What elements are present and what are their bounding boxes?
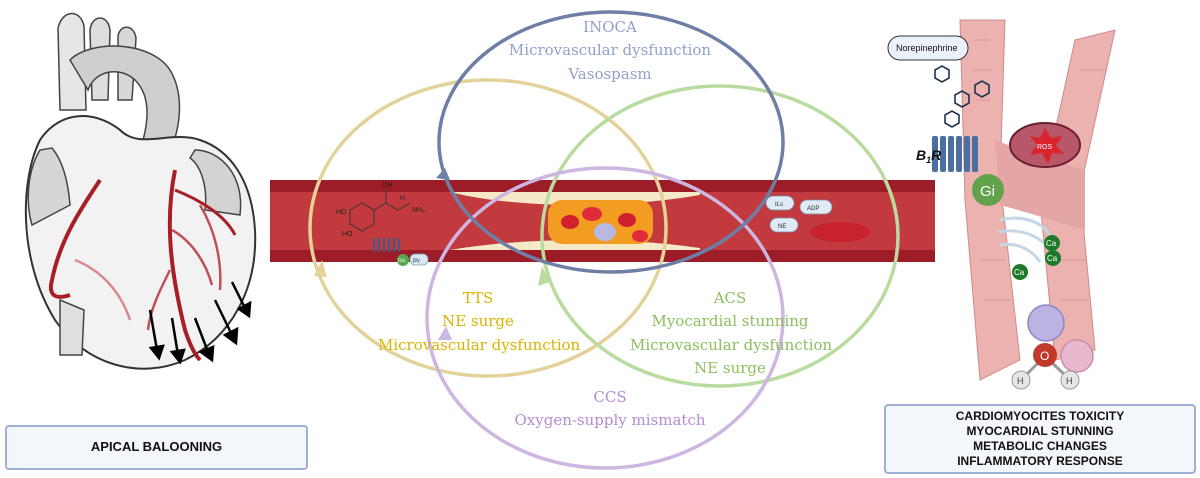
thrombus-core xyxy=(548,200,653,244)
ccs-text-block: CCS Oxygen-supply mismatch xyxy=(510,386,710,433)
water-oxygen xyxy=(1033,343,1057,367)
calcium-ion-2 xyxy=(1045,250,1061,266)
effect-line-2: MYOCARDIAL STUNNING xyxy=(966,424,1114,438)
marginal-branch xyxy=(198,204,222,291)
clot-cell-4 xyxy=(618,213,636,227)
acs-text-block: ACS Myocardial stunning Microvascular dy… xyxy=(630,287,833,380)
beta-gamma-subunit xyxy=(409,253,429,266)
effect-line-3: METABOLIC CHANGES xyxy=(973,439,1107,453)
b1r-label: B1R xyxy=(916,147,942,165)
g-alpha-label: Gα xyxy=(398,258,405,264)
norepinephrine-label: Norepinephrine xyxy=(896,43,958,53)
acs-ring xyxy=(540,84,900,388)
ils-pill xyxy=(765,195,795,211)
heart-illustration xyxy=(24,12,257,370)
ros-burst xyxy=(1030,128,1064,164)
lymphocyte-cell xyxy=(1027,304,1065,342)
ne-molecules xyxy=(934,65,990,128)
calcium-label-2: Ca xyxy=(1047,254,1058,263)
tts-line-2: Microvascular dysfunction xyxy=(378,335,581,354)
calcium-ion-1 xyxy=(1044,235,1060,251)
water-oxygen-label: O xyxy=(1040,349,1049,363)
clot-cell-3 xyxy=(594,223,616,241)
acs-arrowhead xyxy=(538,266,550,286)
ros-label: ROS xyxy=(1037,144,1053,151)
clot-cell-5 xyxy=(632,230,648,242)
molecule-h: H xyxy=(400,195,405,202)
gi-label: Gi xyxy=(980,183,995,200)
inoca-arrowhead xyxy=(436,168,450,180)
apical-ballooning-label: APICAL BALOONING xyxy=(5,425,308,470)
water-h1-label: H xyxy=(1017,376,1024,386)
left-anterior-descending xyxy=(167,169,202,362)
neutrophil-cell xyxy=(1060,339,1094,373)
acs-line-3: NE surge xyxy=(694,358,766,377)
muscle-striations xyxy=(973,39,1105,301)
tts-line-1: NE surge xyxy=(442,312,514,331)
inoca-line-1: Microvascular dysfunction xyxy=(508,41,712,60)
left-atrium xyxy=(188,149,242,216)
tts-text-block: TTS NE surge Microvascular dysfunction xyxy=(378,287,581,357)
right-atrium xyxy=(27,147,71,227)
beta-gamma-label: β/γ xyxy=(413,258,420,264)
ccs-title: CCS xyxy=(593,388,627,406)
inoca-line-2: Vasospasm xyxy=(568,64,652,83)
inoca-text-block: INOCA Microvascular dysfunction Vasospas… xyxy=(500,16,720,86)
molecule-ho-1: HO xyxy=(336,209,347,216)
gi-protein xyxy=(972,174,1004,206)
water-h2-label: H xyxy=(1066,376,1073,386)
b1-receptor xyxy=(932,136,978,172)
ils-label: ILs xyxy=(775,202,783,208)
diagonal-branch-2 xyxy=(146,269,172,331)
posterior-branch xyxy=(74,258,132,321)
molecule-nh2: NH₂ xyxy=(412,207,425,214)
inoca-title: INOCA xyxy=(583,18,637,36)
gpcr-receptor xyxy=(373,238,400,252)
calcium-ion-3 xyxy=(1012,264,1028,280)
tts-title: TTS xyxy=(462,289,494,307)
heart-body xyxy=(24,115,257,370)
g-alpha-subunit xyxy=(397,254,409,266)
adp-pill xyxy=(799,199,833,215)
adp-label: ADP xyxy=(807,206,819,212)
water-hydrogen-2 xyxy=(1060,370,1080,390)
clot-cell-2 xyxy=(582,207,602,221)
ccs-line-1: Oxygen-supply mismatch xyxy=(514,411,706,430)
cardiomyocyte-effects-label: CARDIOMYOCITES TOXICITY MYOCARDIAL STUNN… xyxy=(884,404,1196,474)
red-clot xyxy=(810,222,870,242)
molecule-ho-2: HO xyxy=(342,231,353,238)
diagonal-branch-1 xyxy=(171,228,214,286)
calcium-label-1: Ca xyxy=(1046,239,1057,248)
acs-line-1: Myocardial stunning xyxy=(651,312,809,331)
clot-cell-1 xyxy=(561,215,579,229)
water-hydrogen-1 xyxy=(1011,370,1031,390)
tts-arrowhead xyxy=(314,260,327,277)
ne-pill xyxy=(769,217,799,233)
blood-vessel: OH H NH₂ HO HO Gα β/γ ILs ADP NE xyxy=(270,180,935,266)
right-coronary-artery xyxy=(49,178,102,299)
heart-panel xyxy=(0,0,300,400)
ccs-arrowhead xyxy=(438,326,452,340)
cardiomyocyte-panel: Norepinephrine B1R Gi ROS Ca Ca Ca O H H xyxy=(887,19,1116,390)
catecholamine-molecule xyxy=(349,190,411,232)
acs-title: ACS xyxy=(713,289,747,307)
effect-line-4: INFLAMMATORY RESPONSE xyxy=(957,454,1123,468)
ne-label: NE xyxy=(778,224,786,230)
inferior-vena-cava xyxy=(59,298,85,356)
acs-line-2: Microvascular dysfunction xyxy=(630,335,833,354)
calcium-label-3: Ca xyxy=(1014,268,1025,277)
molecule-oh-top: OH xyxy=(382,182,393,189)
tts-ring xyxy=(308,78,668,378)
ccs-ring xyxy=(425,166,785,470)
muscle-fiber-bridge xyxy=(995,140,1085,230)
norepinephrine-pill xyxy=(887,35,969,61)
inoca-ring xyxy=(437,10,785,274)
effect-line-1: CARDIOMYOCITES TOXICITY xyxy=(955,409,1125,423)
circumflex-branch xyxy=(174,188,237,236)
apical-ballooning-text: APICAL BALOONING xyxy=(90,439,223,455)
ballooning-arrows xyxy=(148,281,252,365)
